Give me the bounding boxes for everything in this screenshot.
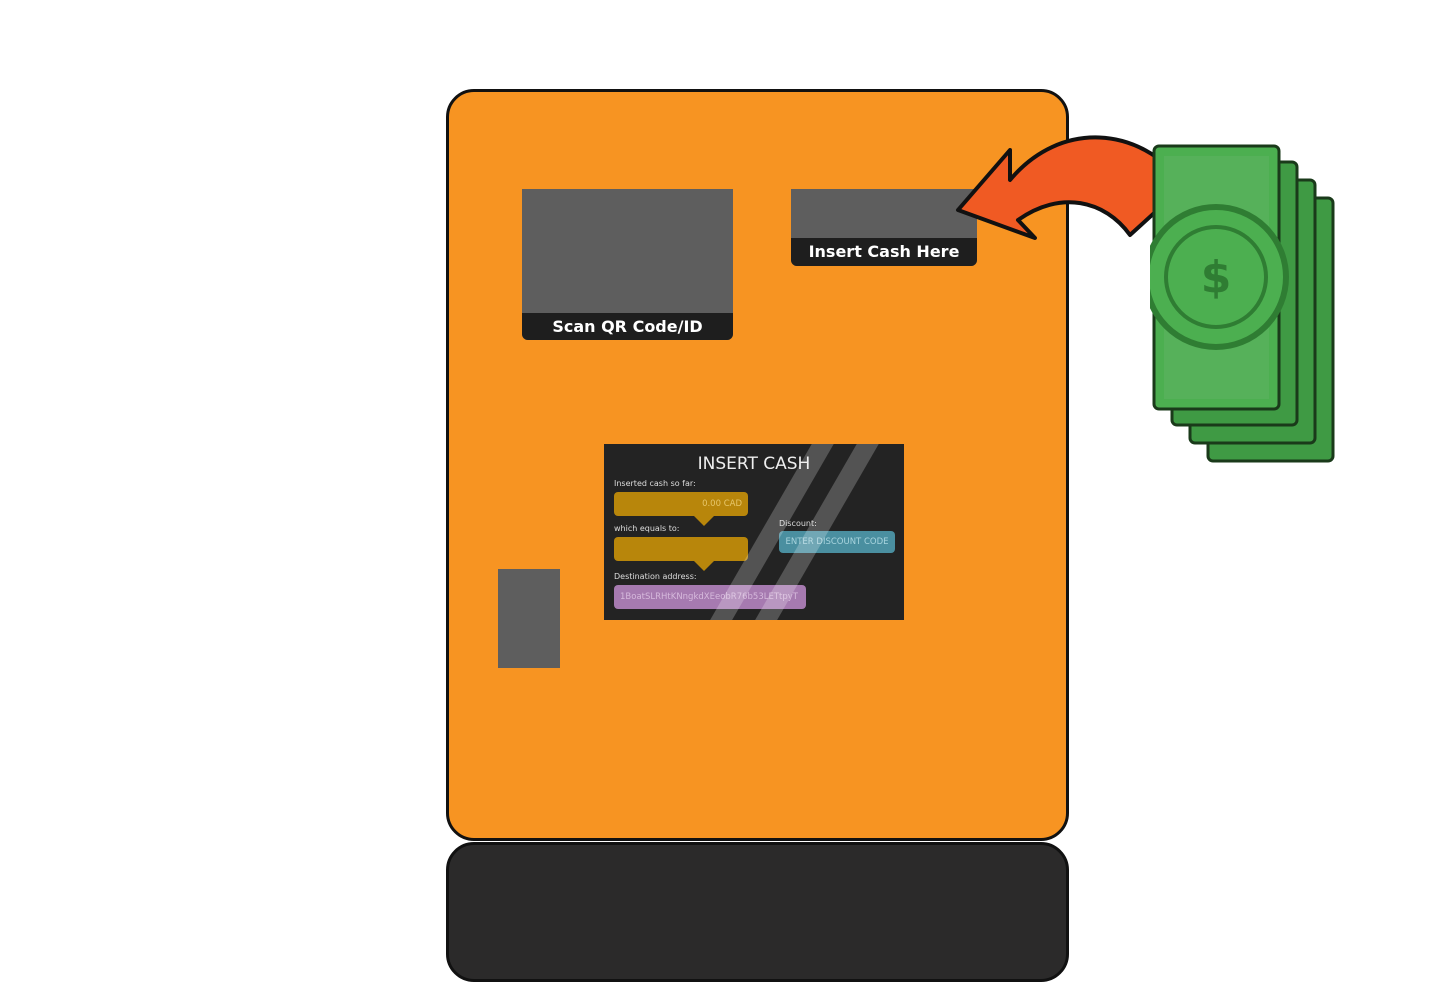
pointer [694, 516, 714, 526]
qr-scanner[interactable]: Scan QR Code/ID [522, 189, 733, 340]
destination-label: Destination address: [614, 572, 697, 581]
card-reader [498, 569, 560, 668]
inserted-cash-field: 0.00 CAD [614, 492, 748, 516]
cash-stack-icon: $ [1150, 144, 1335, 463]
svg-text:$: $ [1201, 252, 1232, 303]
cash-slot[interactable]: Insert Cash Here [791, 189, 977, 266]
screen-title: INSERT CASH [697, 454, 811, 474]
inserted-label: Inserted cash so far: [614, 479, 696, 488]
pointer [694, 561, 714, 571]
destination-field[interactable]: 1BoatSLRHtKNngkdXEeobR76b53LETtpyT [614, 585, 806, 609]
atm-base [446, 842, 1069, 982]
atm-screen: INSERT CASH Inserted cash so far: 0.00 C… [604, 444, 904, 620]
cash-slot-label: Insert Cash Here [791, 238, 977, 266]
curved-arrow-icon [956, 135, 1187, 240]
equals-label: which equals to: [614, 524, 680, 533]
equals-field [614, 537, 748, 561]
discount-button[interactable]: ENTER DISCOUNT CODE [779, 531, 895, 553]
qr-scanner-label: Scan QR Code/ID [522, 313, 733, 340]
discount-label: Discount: [779, 519, 817, 528]
